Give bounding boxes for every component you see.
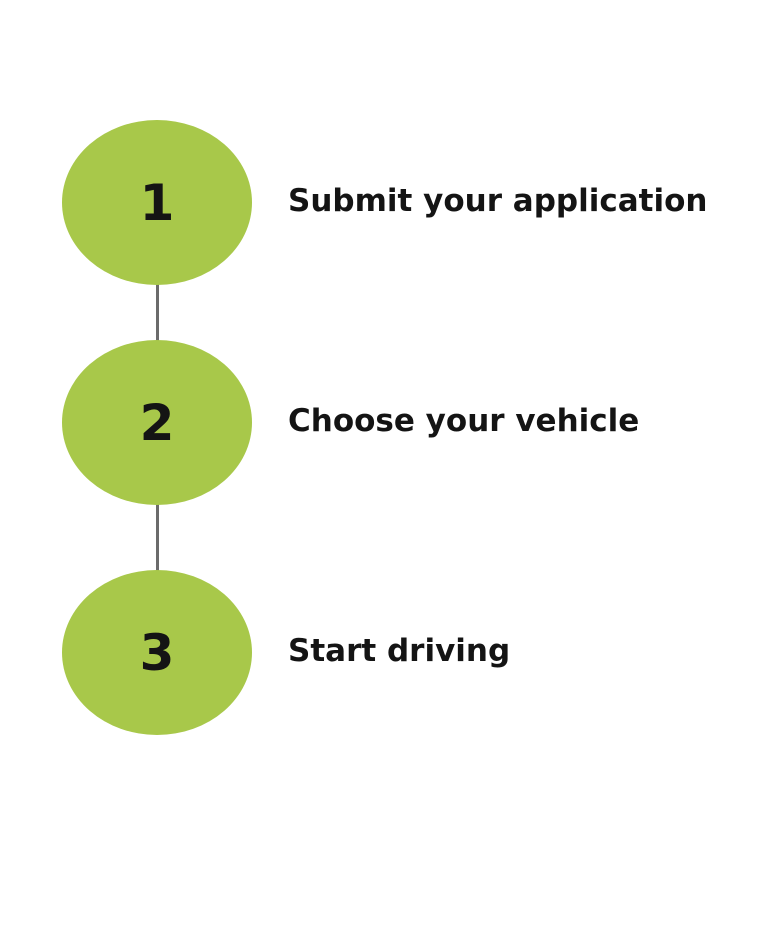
step-number-2: 2 [139,393,175,452]
step-circle-3: 3 [62,570,252,735]
step-number-3: 3 [139,623,175,682]
connector-line-2-3 [156,502,159,572]
step-label-1: Submit your application [288,183,708,219]
step-number-1: 1 [139,173,175,232]
step-label-2: Choose your vehicle [288,403,640,439]
step-label-3: Start driving [288,633,511,669]
step-circle-2: 2 [62,340,252,505]
connector-line-1-2 [156,282,159,342]
step-circle-1: 1 [62,120,252,285]
